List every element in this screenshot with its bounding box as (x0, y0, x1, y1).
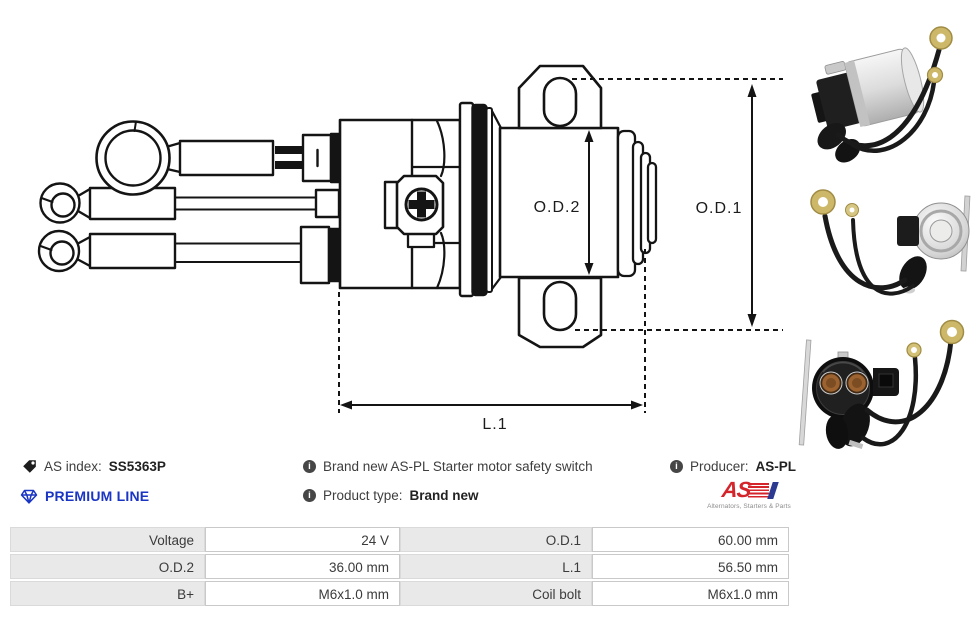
info-icon: i (670, 460, 683, 473)
as-pl-logo: AS Alternators, Starters & Parts (706, 477, 792, 510)
logo-stripes (747, 482, 769, 498)
spec-label: O.D.2 (10, 554, 205, 579)
logo-text: AS (720, 477, 753, 502)
as-index-label: AS index: (44, 459, 102, 474)
spec-value: M6x1.0 mm (205, 581, 400, 606)
info-icon: i (303, 489, 316, 502)
product-photos (793, 0, 976, 505)
od2-label: O.D.2 (534, 199, 581, 216)
diamond-icon (20, 489, 38, 504)
producer-label: Producer: (690, 459, 749, 474)
spec-label: Voltage (10, 527, 205, 552)
wire (851, 218, 915, 296)
product-type: i Product type: Brand new (303, 488, 479, 503)
spec-value: M6x1.0 mm (592, 581, 789, 606)
product-photo-cap-view[interactable] (793, 168, 976, 313)
l1-label: L.1 (482, 416, 507, 433)
spec-table: Voltage 24 V O.D.1 60.00 mm O.D.2 36.00 … (10, 527, 789, 606)
premium-line-badge: PREMIUM LINE (20, 488, 149, 504)
spec-value: 60.00 mm (592, 527, 789, 552)
product-photo-side-view[interactable] (793, 5, 976, 170)
wire (850, 79, 937, 153)
solenoid-line-drawing: O.D.2 O.D.1 L.1 (37, 64, 783, 433)
product-type-label: Product type: (323, 488, 403, 503)
description-text: Brand new AS-PL Starter motor safety swi… (323, 459, 593, 474)
spec-label: Coil bolt (400, 581, 592, 606)
spec-label: L.1 (400, 554, 592, 579)
producer: i Producer: AS-PL (670, 459, 796, 474)
spec-value: 24 V (205, 527, 400, 552)
wire (860, 355, 919, 447)
tag-icon (23, 460, 36, 473)
spec-label: B+ (10, 581, 205, 606)
bottom-sleeve (88, 232, 177, 270)
as-index-value: SS5363P (108, 459, 166, 474)
spec-value: 36.00 mm (205, 554, 400, 579)
spec-label: O.D.1 (400, 527, 592, 552)
product-photo-rear-view[interactable] (793, 310, 976, 505)
as-index: AS index: SS5363P (22, 459, 166, 474)
connector (897, 216, 919, 246)
technical-drawing: O.D.2 O.D.1 L.1 (37, 64, 783, 433)
product-type-value: Brand new (409, 488, 479, 503)
info-icon: i (303, 460, 316, 473)
wire (864, 337, 954, 425)
producer-value: AS-PL (755, 459, 797, 474)
logo-tagline: Alternators, Starters & Parts (707, 503, 791, 510)
product-description: i Brand new AS-PL Starter motor safety s… (303, 459, 593, 474)
spec-value: 56.50 mm (592, 554, 789, 579)
premium-line-label: PREMIUM LINE (45, 488, 150, 504)
od1-label: O.D.1 (696, 200, 743, 217)
top-sleeve (178, 139, 275, 177)
wire (822, 213, 908, 291)
